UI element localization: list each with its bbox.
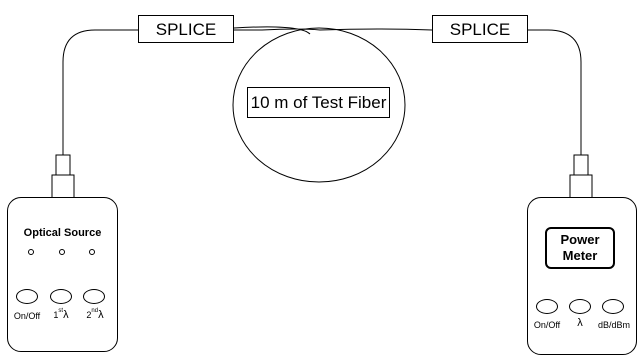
fiber-middle	[233, 26, 433, 35]
fiber-spool-ellipse	[232, 27, 406, 183]
fiber-left	[62, 29, 138, 155]
splice-right-label: SPLICE	[449, 19, 511, 39]
optical-source-device: Optical Source On/Off 1stλ 2ndλ	[7, 197, 118, 352]
source-second-lambda-button[interactable]	[83, 289, 105, 304]
source-on-off-label: On/Off	[13, 311, 41, 321]
test-fiber-label: 10 m of Test Fiber	[250, 93, 387, 112]
optical-source-title: Optical Source	[23, 227, 102, 239]
power-meter-device: Power Meter On/Off λ dB/dBm	[527, 197, 637, 355]
power-meter-display: Power Meter	[545, 227, 615, 269]
test-fiber-box: 10 m of Test Fiber	[247, 87, 390, 118]
meter-on-off-label: On/Off	[533, 320, 561, 330]
splice-right-box: SPLICE	[432, 15, 528, 43]
power-meter-title-line2: Meter	[562, 248, 598, 263]
meter-connector	[569, 154, 593, 199]
source-second-lambda-label: 2ndλ	[86, 308, 104, 321]
power-meter-title-line1: Power	[560, 232, 600, 247]
source-first-lambda-label: 1stλ	[53, 308, 69, 321]
meter-on-off-button[interactable]	[536, 299, 558, 314]
led-indicator	[28, 249, 34, 255]
fiber-right	[528, 29, 582, 155]
led-indicator	[89, 249, 95, 255]
source-on-off-button[interactable]	[16, 289, 38, 304]
led-indicator	[59, 249, 65, 255]
meter-lambda-button[interactable]	[569, 299, 591, 314]
splice-left-box: SPLICE	[138, 15, 234, 43]
meter-db-dbm-button[interactable]	[602, 299, 624, 314]
meter-db-dbm-label: dB/dBm	[597, 320, 630, 330]
source-connector	[51, 154, 75, 199]
source-first-lambda-button[interactable]	[50, 289, 72, 304]
splice-left-label: SPLICE	[155, 19, 217, 39]
meter-lambda-label: λ	[577, 317, 583, 329]
